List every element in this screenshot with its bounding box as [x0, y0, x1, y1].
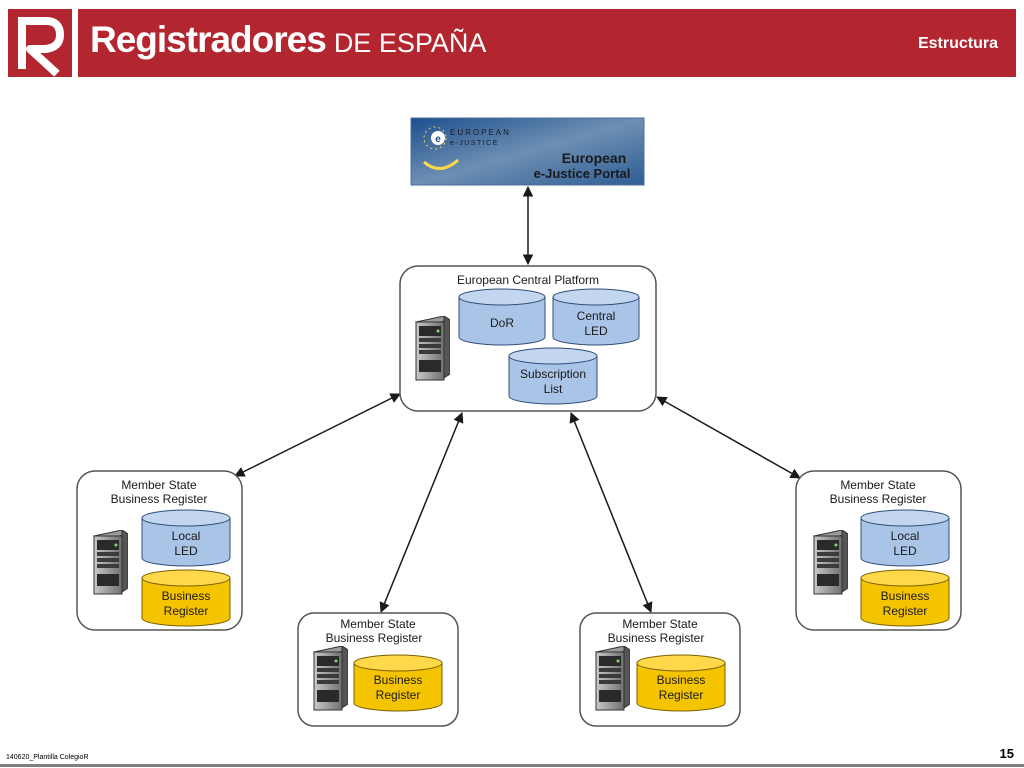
ms1-title-2: Business Register: [111, 492, 208, 506]
portal-logo-top: EUROPEAN: [450, 128, 511, 137]
ms1-local-led-2: LED: [174, 544, 198, 558]
ms1-business-register-database: Business Register: [141, 569, 231, 627]
ms3-br-1: Business: [657, 673, 706, 687]
member-state-box-1: Member State Business Register Local LED…: [76, 470, 243, 631]
arrow-central-ms3: [569, 412, 653, 613]
ms2-server-icon: [313, 646, 348, 711]
ms1-local-led-database: Local LED: [141, 509, 231, 567]
subscription-label-2: List: [544, 382, 563, 396]
ms4-title-1: Member State: [840, 478, 916, 492]
footer-divider: [0, 764, 1024, 767]
brand-title: Registradores DE ESPAÑA: [90, 19, 486, 65]
ms1-br-2: Register: [164, 604, 209, 618]
member-state-box-4: Member State Business Register Local LED…: [795, 470, 962, 631]
central-server-icon: [415, 316, 450, 381]
ms2-title-2: Business Register: [326, 631, 423, 645]
central-led-label-1: Central: [577, 309, 616, 323]
section-title: Estructura: [917, 35, 998, 52]
dor-label: DoR: [490, 316, 514, 330]
ms1-br-1: Business: [162, 589, 211, 603]
ms1-server-icon: [93, 530, 128, 595]
e-justice-emblem-icon: [431, 131, 445, 145]
central-led-database: Central LED: [552, 288, 640, 346]
registradores-logo: [8, 9, 72, 77]
ms2-br-1: Business: [374, 673, 423, 687]
page-number: 15: [999, 746, 1014, 761]
ms1-title-1: Member State: [121, 478, 197, 492]
arrow-central-ms1: [234, 393, 401, 477]
subscription-label-1: Subscription: [520, 367, 586, 381]
member-state-box-3: Member State Business Register Business …: [579, 612, 741, 727]
ms4-br-1: Business: [881, 589, 930, 603]
central-platform-title: European Central Platform: [457, 273, 599, 287]
brand-sub: DE ESPAÑA: [333, 28, 487, 58]
ms4-local-led-1: Local: [891, 529, 920, 543]
ms1-local-led-1: Local: [172, 529, 201, 543]
ms4-business-register-database: Business Register: [860, 569, 950, 627]
arrow-central-ms2: [379, 412, 464, 613]
ms2-title-1: Member State: [340, 617, 416, 631]
header-bar: Registradores DE ESPAÑA Estructura: [78, 9, 1016, 77]
arrow-central-ms4: [656, 396, 801, 479]
svg-text:e: e: [435, 134, 441, 145]
ms4-title-2: Business Register: [830, 492, 927, 506]
brand-main: Registradores: [90, 19, 327, 60]
member-state-box-2: Member State Business Register Business …: [297, 612, 459, 727]
ms4-local-led-2: LED: [893, 544, 917, 558]
dor-database: DoR: [458, 288, 546, 346]
ms3-business-register-database: Business Register: [636, 654, 726, 712]
portal-title-line2: e-Justice Portal: [534, 166, 631, 181]
r-logo-icon: [18, 17, 64, 77]
ms3-server-icon: [595, 646, 630, 711]
ms4-server-icon: [813, 530, 848, 595]
subscription-list-database: Subscription List: [508, 347, 598, 405]
central-platform-box: European Central Platform DoR Central LE…: [399, 265, 657, 412]
ms3-title-2: Business Register: [608, 631, 705, 645]
ms3-title-1: Member State: [622, 617, 698, 631]
ms2-br-2: Register: [376, 688, 421, 702]
footer-template-name: 140620_Plantilla ColegioR: [6, 754, 89, 761]
ms2-business-register-database: Business Register: [353, 654, 443, 712]
ms4-br-2: Register: [883, 604, 928, 618]
central-led-label-2: LED: [584, 324, 608, 338]
portal-title-line1: European: [562, 150, 627, 166]
portal-logo-bottom: e-JUSTICE: [450, 140, 499, 147]
ms4-local-led-database: Local LED: [860, 509, 950, 567]
ms3-br-2: Register: [659, 688, 704, 702]
ejustice-portal-logo: e EUROPEAN e-JUSTICE European e-Justice …: [410, 117, 645, 186]
